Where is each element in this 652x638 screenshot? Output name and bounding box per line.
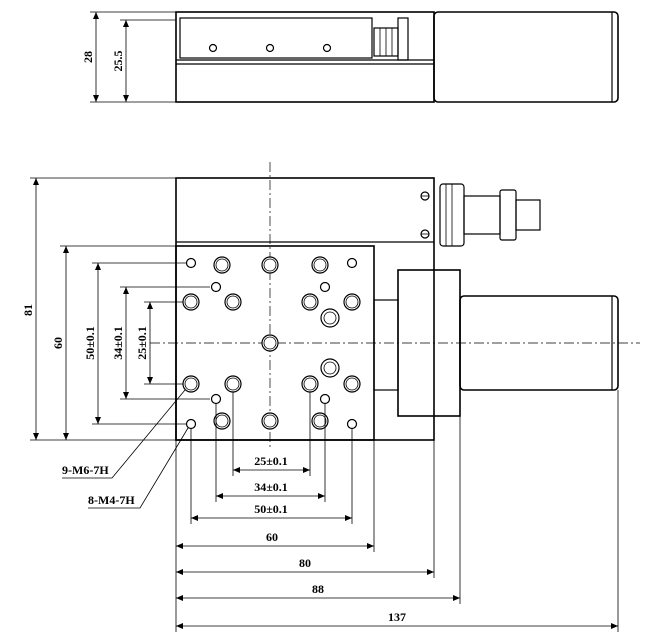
side-hole xyxy=(208,43,218,53)
dim-80: 80 xyxy=(299,556,311,570)
dim-25-horizontal: 25±0.1 xyxy=(254,454,288,468)
dim-60-vertical: 60 xyxy=(51,337,65,349)
callout-m6: 9-M6-7H xyxy=(62,463,109,477)
callout-m4-leader xyxy=(88,427,189,509)
dim-34-horizontal: 34±0.1 xyxy=(254,480,288,494)
callout-m4: 8-M4-7H xyxy=(88,493,135,507)
side-motor xyxy=(433,11,619,103)
dim-137: 137 xyxy=(388,610,406,624)
dim-81: 81 xyxy=(21,304,35,316)
dim-side-28: 28 xyxy=(81,51,95,63)
dim-25-vertical: 25±0.1 xyxy=(135,326,149,360)
micrometer-head xyxy=(420,183,541,247)
dim-88: 88 xyxy=(312,582,324,596)
top-motor xyxy=(459,295,619,391)
side-hole xyxy=(322,43,332,53)
dim-50-horizontal: 50±0.1 xyxy=(254,502,288,516)
side-stage-body xyxy=(175,11,435,103)
top-view: 81 60 50±0.1 34±0.1 25±0.1 25±0.1 34±0.1… xyxy=(21,162,640,632)
dim-60-horizontal: 60 xyxy=(266,530,278,544)
dim-34-vertical: 34±0.1 xyxy=(111,326,125,360)
callout-m6-leader xyxy=(62,389,186,479)
m4-holes xyxy=(185,257,358,430)
side-view: 28 25.5 xyxy=(81,11,619,103)
m6-holes xyxy=(182,256,361,430)
dim-50-vertical: 50±0.1 xyxy=(83,326,97,360)
dim-side-25-5: 25.5 xyxy=(111,51,125,72)
side-hole xyxy=(265,43,275,53)
